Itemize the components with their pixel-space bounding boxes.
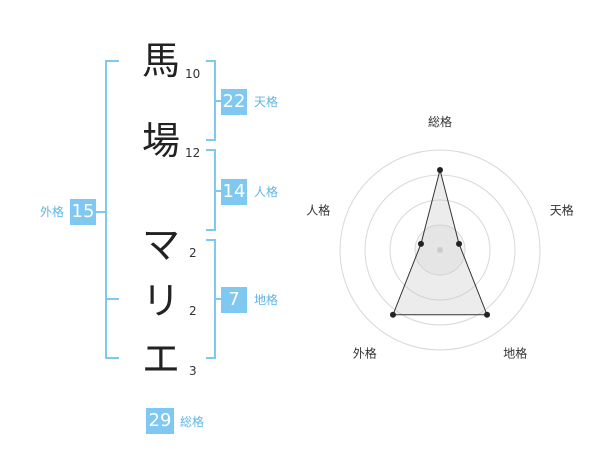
stroke-count-4: 2	[189, 304, 197, 318]
tenkaku-label: 天格	[254, 95, 279, 109]
name-char-2: 場	[142, 119, 181, 163]
radar-points	[389, 167, 491, 318]
radar-ring-4	[339, 149, 541, 351]
soukaku-label: 総格	[180, 415, 205, 429]
tenkaku-bracket	[206, 60, 216, 141]
radar-polygon	[392, 169, 488, 316]
stroke-count-2: 12	[185, 146, 201, 160]
radar-axis-label-1: 総格	[428, 114, 452, 129]
name-char-3: マ	[142, 223, 181, 267]
radar-center-dot	[437, 247, 443, 253]
radar-point-2	[456, 240, 463, 247]
brackets	[96, 60, 221, 359]
radar-axis-label-2: 天格	[550, 202, 574, 217]
name-char-1: 馬	[142, 39, 181, 83]
gaikaku-value: 15	[70, 199, 96, 225]
chikaku-bracket	[206, 239, 216, 359]
chikaku-value: 7	[221, 287, 247, 313]
radar-point-4	[389, 311, 396, 318]
name-char-5: エ	[142, 337, 181, 381]
radar-point-1	[437, 167, 443, 173]
gaikaku-bracket	[105, 60, 119, 359]
radar-ring-2	[389, 199, 491, 301]
radar-ring-3	[364, 174, 516, 326]
stroke-count-3: 2	[189, 246, 197, 260]
stroke-count-5: 3	[189, 364, 197, 378]
jinkaku-bracket	[206, 149, 216, 231]
radar-point-3	[484, 311, 491, 318]
name-char-4: リ	[142, 279, 181, 323]
radar-axis-label-3: 地格	[503, 346, 527, 361]
tenkaku-value: 22	[221, 89, 247, 115]
radar-point-5	[417, 240, 424, 247]
stroke-count-1: 10	[185, 67, 201, 81]
radar-axis-label-4: 外格	[353, 346, 377, 361]
gaikaku-label: 外格	[40, 205, 65, 219]
chikaku-label: 地格	[254, 293, 279, 307]
jinkaku-value: 14	[221, 179, 247, 205]
jinkaku-label: 人格	[254, 185, 279, 199]
radar-axis-label-5: 人格	[306, 202, 330, 217]
soukaku-value: 29	[146, 408, 174, 434]
